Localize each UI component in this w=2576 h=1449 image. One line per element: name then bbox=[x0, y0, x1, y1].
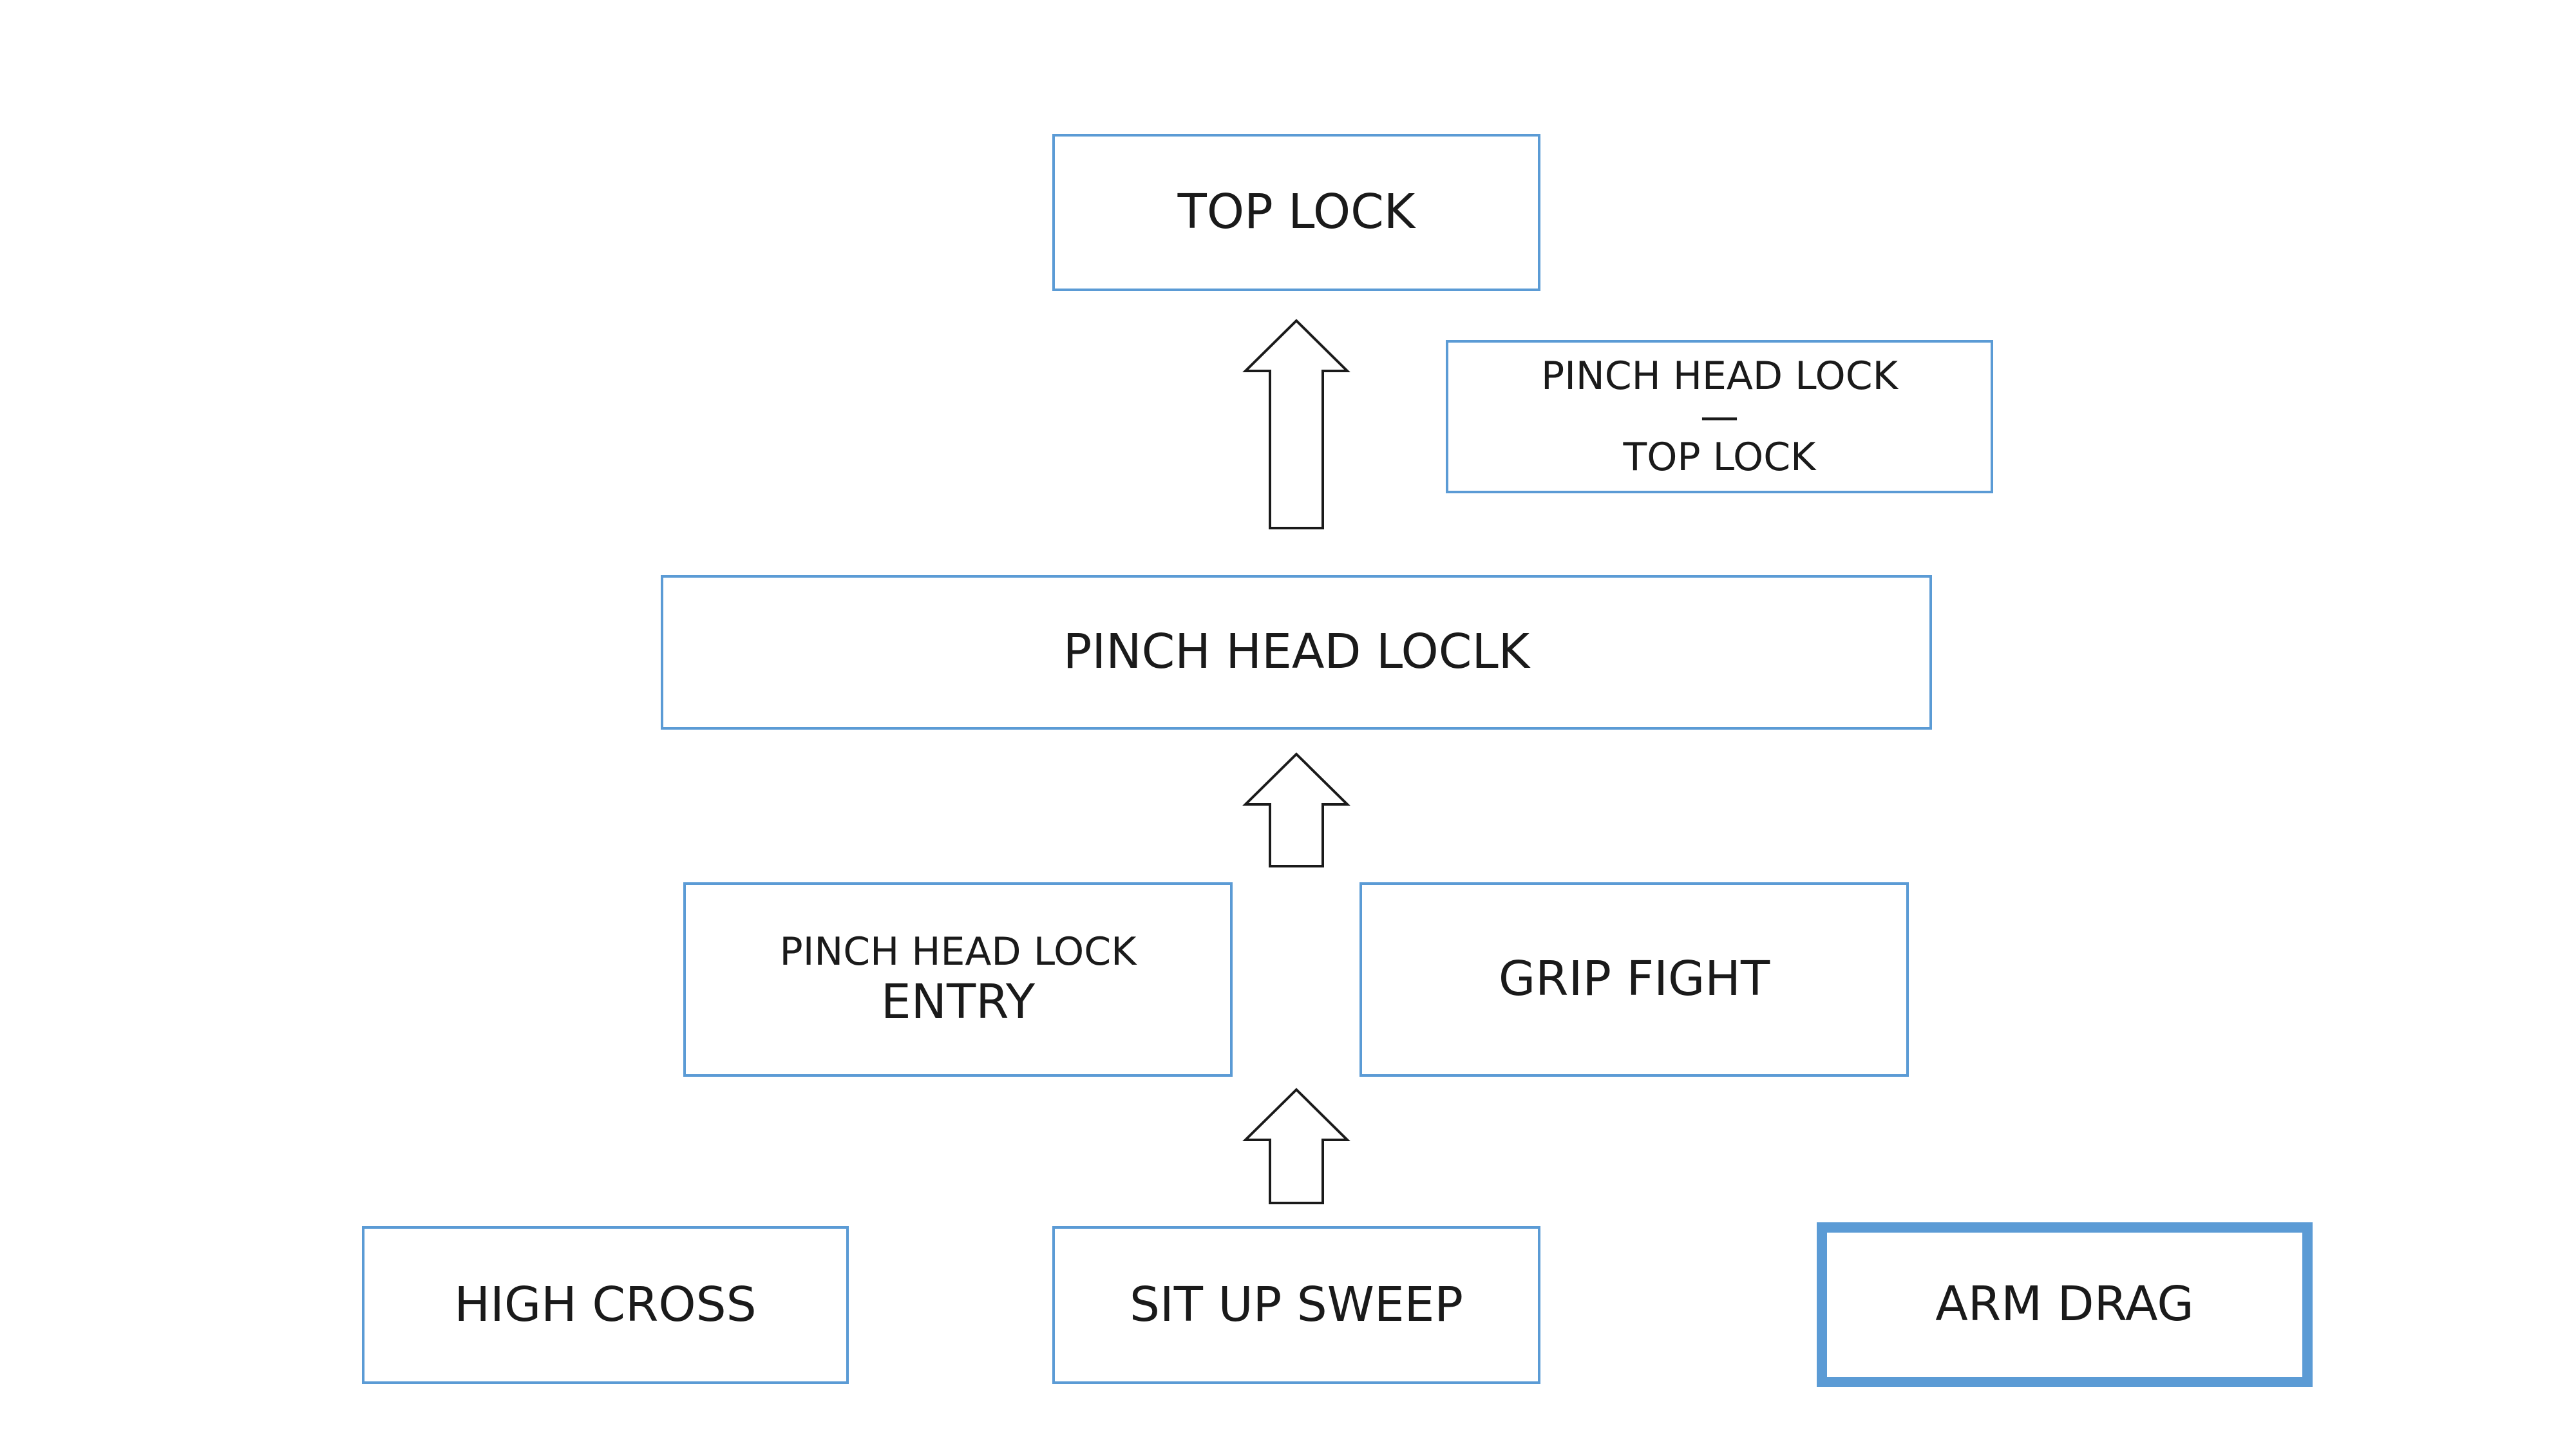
node-arm-drag: ARM DRAG bbox=[1817, 1222, 2313, 1387]
node-pinch-head-lock-entry: PINCH HEAD LOCK ENTRY bbox=[683, 882, 1233, 1077]
node-sit-up-sweep: SIT UP SWEEP bbox=[1052, 1226, 1540, 1384]
node-pinch-head-loclk: PINCH HEAD LOCLK bbox=[661, 575, 1932, 730]
entry-line-1: PINCH HEAD LOCK bbox=[779, 929, 1137, 975]
node-grip-fight: GRIP FIGHT bbox=[1359, 882, 1909, 1077]
note-line-1: PINCH HEAD LOCK bbox=[1541, 354, 1898, 399]
node-high-cross-label: HIGH CROSS bbox=[454, 1276, 757, 1332]
arrow-up-to-entry bbox=[1242, 1088, 1350, 1204]
node-sit-up-sweep-label: SIT UP SWEEP bbox=[1129, 1276, 1464, 1332]
node-note-pinch-to-top: PINCH HEAD LOCK — TOP LOCK bbox=[1446, 340, 1993, 493]
note-line-2: TOP LOCK bbox=[1623, 435, 1816, 480]
arrow-up-to-pinch-head-loclk bbox=[1242, 752, 1350, 867]
node-top-lock-label: TOP LOCK bbox=[1177, 184, 1416, 240]
arrow-up-to-top-lock bbox=[1242, 319, 1350, 529]
node-arm-drag-label: ARM DRAG bbox=[1935, 1276, 2194, 1332]
node-grip-fight-label: GRIP FIGHT bbox=[1498, 951, 1770, 1007]
node-high-cross: HIGH CROSS bbox=[362, 1226, 849, 1384]
entry-line-2: ENTRY bbox=[880, 974, 1036, 1030]
node-pinch-head-loclk-label: PINCH HEAD LOCLK bbox=[1063, 624, 1530, 680]
note-dash: — bbox=[1700, 394, 1739, 439]
node-top-lock: TOP LOCK bbox=[1052, 134, 1540, 291]
